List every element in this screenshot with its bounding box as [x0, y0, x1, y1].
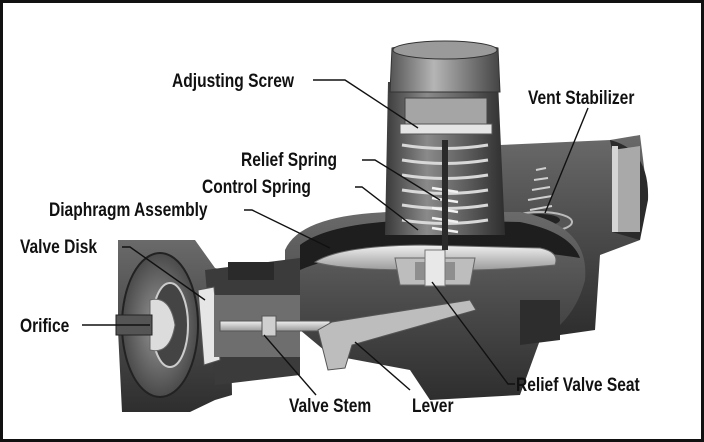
leader-lever — [354, 341, 411, 391]
label-vent-stabilizer: Vent Stabilizer — [528, 87, 635, 109]
vent-stabilizer-spring — [527, 167, 553, 211]
leader-lines — [82, 79, 589, 396]
leader-relief-valve-seat — [431, 281, 515, 385]
leader-adjusting-screw — [313, 79, 419, 129]
regulator-illustration — [115, 40, 649, 412]
lever — [317, 299, 477, 371]
label-valve-disk: Valve Disk — [20, 236, 97, 258]
label-relief-valve-seat: Relief Valve Seat — [516, 374, 640, 396]
leader-relief-spring — [362, 159, 441, 201]
leader-valve-stem — [263, 334, 317, 396]
label-valve-stem: Valve Stem — [289, 395, 371, 417]
leader-vent-stabilizer — [544, 107, 589, 214]
callout-labels: Adjusting Screw Vent Stabilizer Relief S… — [20, 70, 640, 417]
leader-control-spring — [355, 186, 419, 231]
label-control-spring: Control Spring — [202, 176, 311, 198]
leader-diaphragm-assembly — [244, 209, 331, 249]
leader-valve-disk — [122, 246, 206, 301]
orifice — [149, 298, 176, 352]
label-adjusting-screw: Adjusting Screw — [172, 70, 294, 92]
label-relief-spring: Relief Spring — [241, 149, 337, 171]
label-orifice: Orifice — [20, 315, 70, 337]
label-diaphragm-assembly: Diaphragm Assembly — [49, 199, 208, 221]
label-lever: Lever — [412, 395, 454, 417]
